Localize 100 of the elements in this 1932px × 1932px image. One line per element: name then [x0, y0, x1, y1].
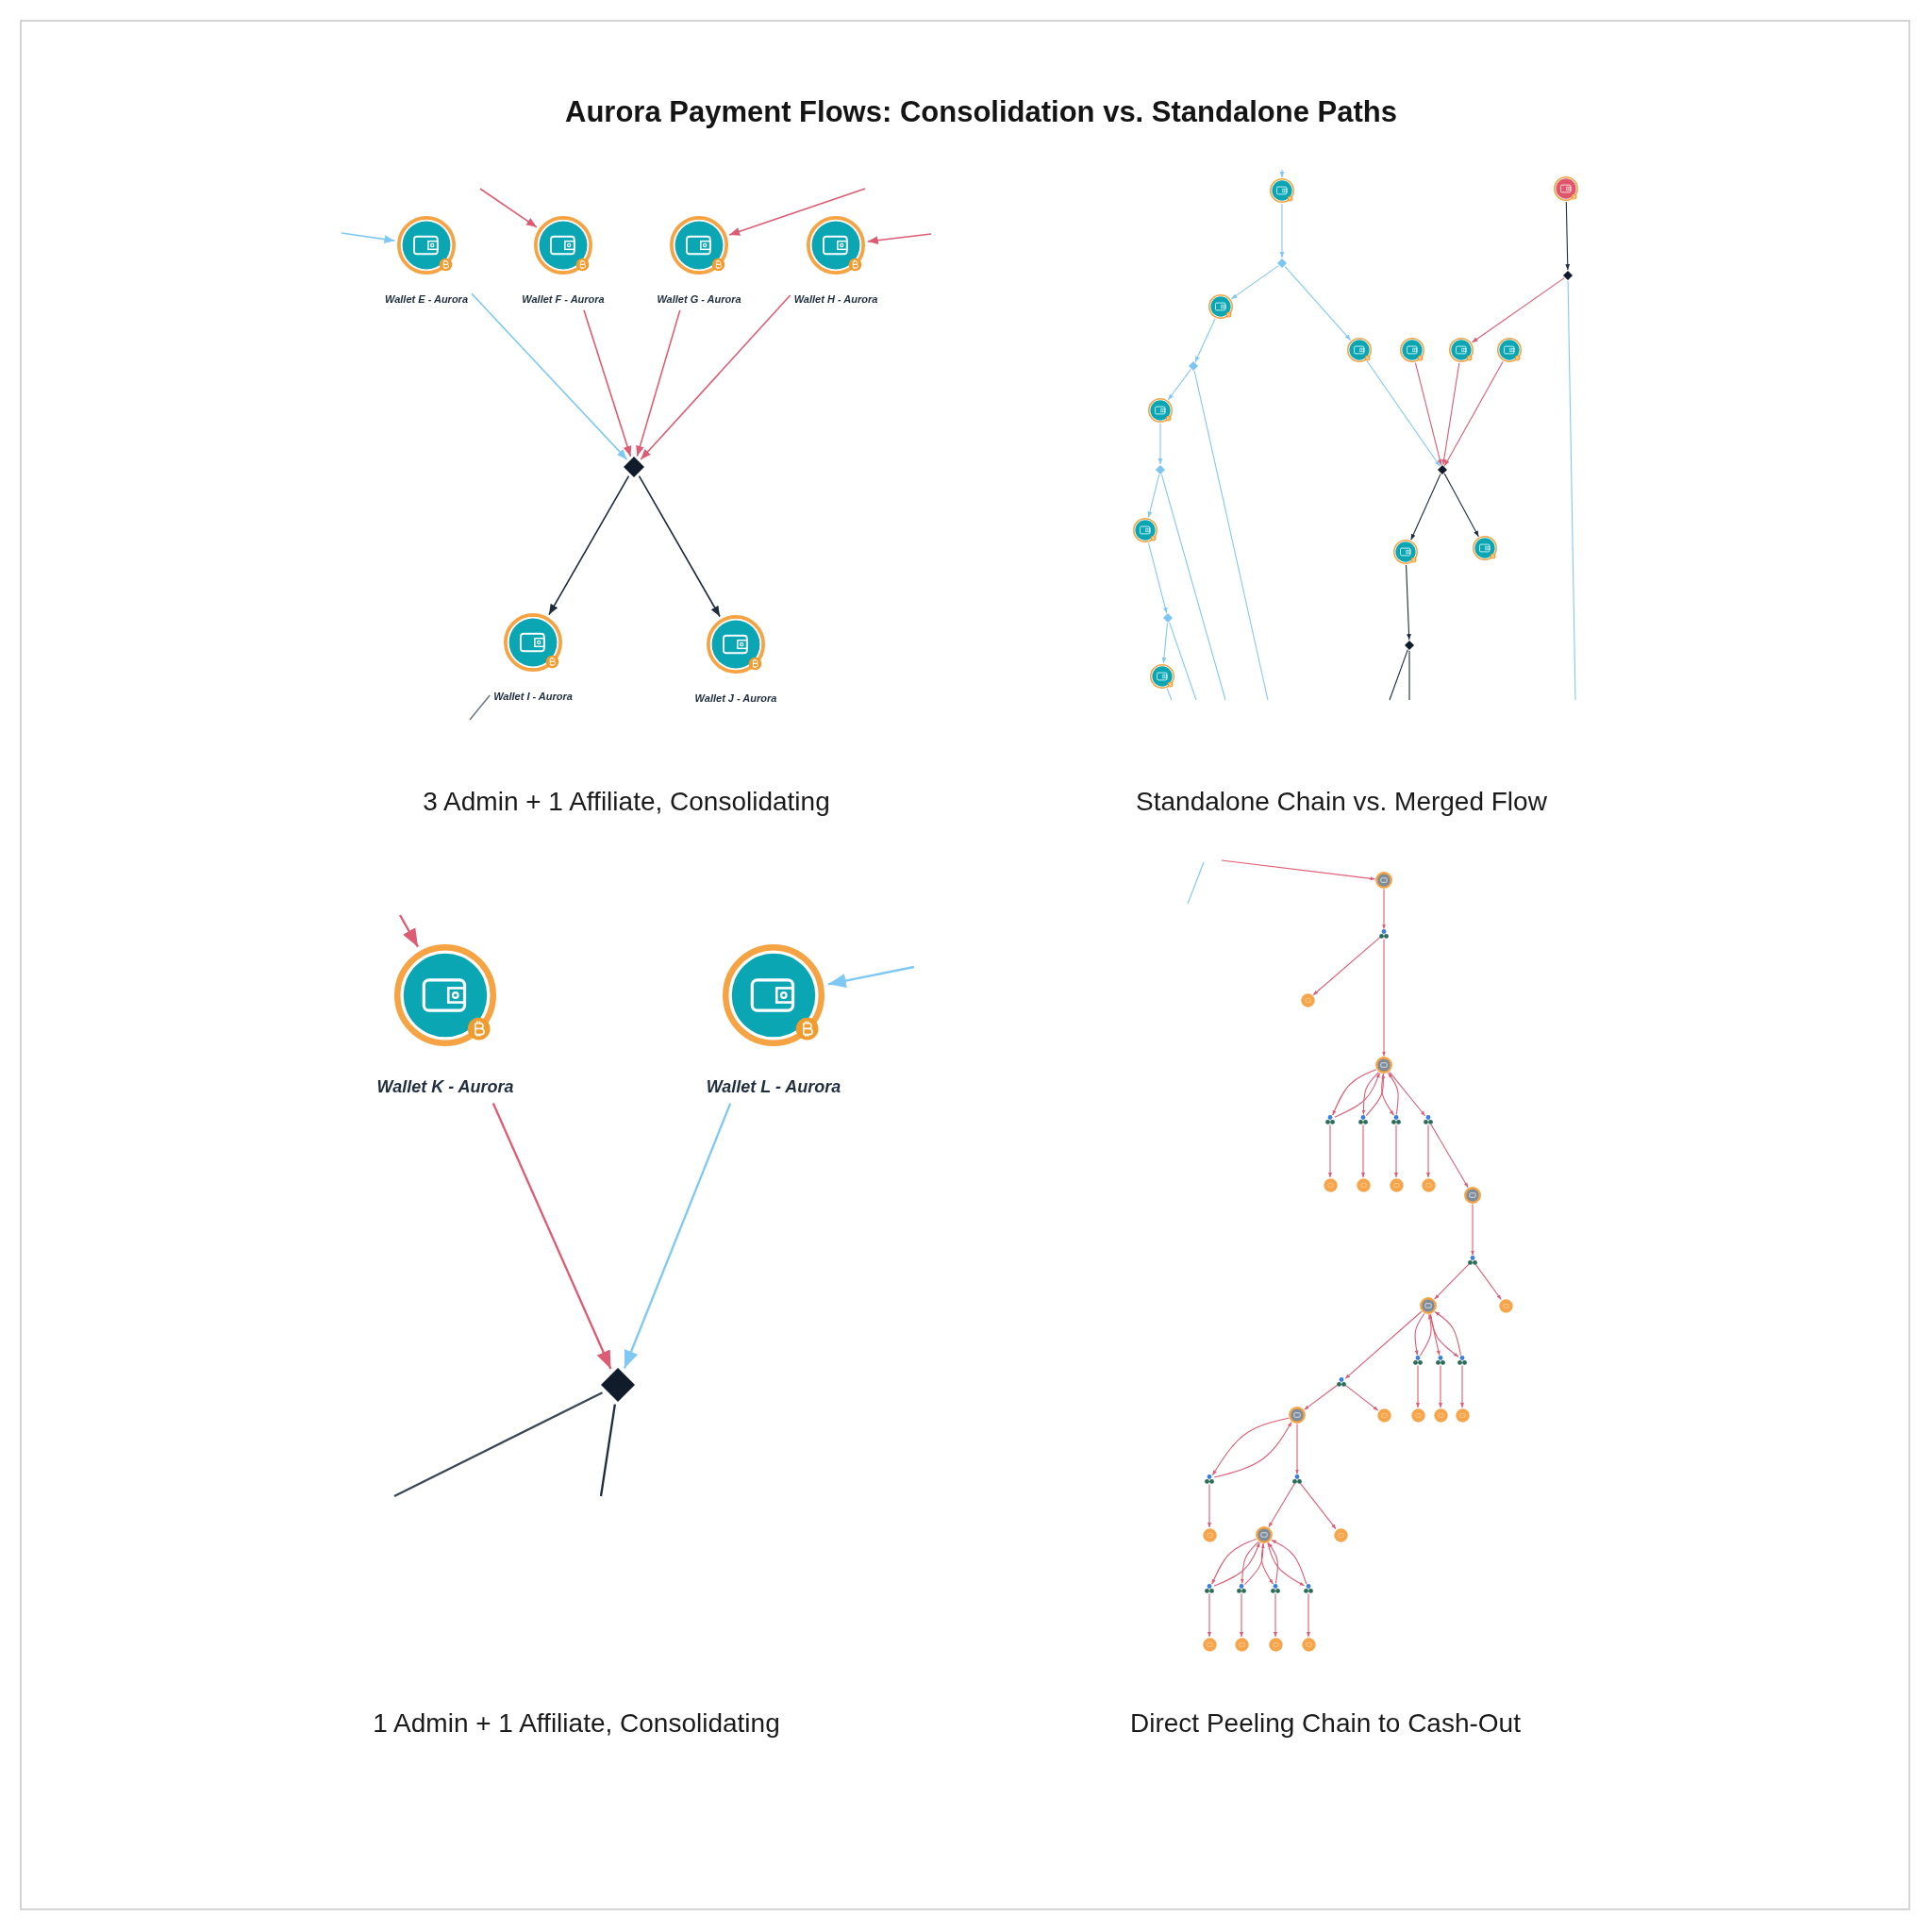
arrow — [1344, 1310, 1423, 1379]
arrow — [1279, 203, 1285, 258]
wallet-icon — [1449, 338, 1474, 362]
ringed-circle — [1464, 1187, 1481, 1204]
dot-cluster-icon — [1205, 1584, 1214, 1593]
arrow — [1387, 1072, 1399, 1116]
ringed-circle — [1256, 1526, 1273, 1543]
arrow — [1328, 1124, 1332, 1178]
arrow — [1474, 1263, 1502, 1301]
arrow — [1441, 362, 1460, 466]
wallet-label: Wallet E - Aurora — [385, 292, 468, 306]
wallet-icon — [1554, 176, 1578, 201]
wallet-label: Wallet L - Aurora — [706, 1076, 841, 1097]
dot-cluster-icon — [1271, 1584, 1280, 1593]
arrow — [1268, 1483, 1295, 1528]
arrow — [1267, 1541, 1279, 1585]
dot-cluster-icon — [1468, 1256, 1477, 1265]
arrow — [1167, 369, 1191, 401]
junction-diamond — [1189, 361, 1198, 371]
arrow — [640, 294, 791, 460]
dot-cluster-icon — [1436, 1356, 1445, 1365]
solid-circle — [1323, 1177, 1338, 1192]
arrow — [1361, 1072, 1379, 1116]
junction-diamond — [1563, 271, 1573, 280]
arrow — [1430, 1124, 1469, 1189]
arrow — [1426, 1124, 1430, 1178]
arrow — [827, 965, 915, 989]
arrow — [548, 475, 630, 616]
arrow — [479, 188, 538, 228]
arrow — [1414, 362, 1442, 466]
wallet-label: Wallet H - Aurora — [793, 292, 878, 306]
solid-circle — [1498, 1298, 1513, 1313]
solid-circle — [1234, 1637, 1249, 1652]
dot-cluster-icon — [1337, 1377, 1346, 1387]
arrow — [1419, 1313, 1432, 1357]
ringed-circle — [1420, 1297, 1437, 1314]
arrow — [1406, 564, 1411, 641]
arrow — [1416, 1364, 1420, 1408]
dot-cluster-icon — [1205, 1474, 1214, 1484]
wallet-icon — [1393, 540, 1418, 564]
dot-cluster-icon — [1237, 1584, 1246, 1593]
solid-circle — [1202, 1527, 1217, 1542]
solid-circle — [1389, 1177, 1404, 1192]
solid-circle — [1376, 1407, 1391, 1423]
wallet-icon — [1400, 338, 1424, 362]
solid-circle — [1333, 1527, 1348, 1542]
arrow — [1147, 474, 1160, 518]
arrow — [1284, 265, 1352, 341]
dot-cluster-icon — [1358, 1115, 1368, 1124]
connector-line — [1160, 474, 1226, 701]
wallet-icon — [1497, 338, 1522, 362]
arrow — [1361, 1124, 1365, 1178]
arrow — [638, 475, 721, 618]
arrow — [1365, 1073, 1386, 1117]
ringed-circle — [1375, 1057, 1392, 1074]
wallet-label: Wallet J - Aurora — [694, 691, 777, 705]
wallet-label: Wallet F - Aurora — [522, 292, 605, 306]
arrow — [1260, 1542, 1274, 1585]
arrow — [866, 233, 932, 245]
arrow — [1194, 318, 1216, 363]
arrow — [1344, 1384, 1379, 1411]
ringed-circle — [1289, 1407, 1306, 1424]
connector-line — [393, 1391, 604, 1498]
wallet-label: Wallet I - Aurora — [493, 690, 573, 703]
arrow — [1221, 859, 1376, 881]
junction-diamond — [1405, 641, 1414, 650]
connector-line — [1389, 649, 1408, 701]
arrow — [1274, 1592, 1277, 1638]
dot-cluster-icon — [1391, 1115, 1401, 1124]
arrow — [1443, 473, 1479, 538]
dot-cluster-icon — [1379, 929, 1389, 939]
dot-cluster-icon — [1325, 1115, 1335, 1124]
arrow — [491, 1103, 612, 1370]
arrow — [1243, 1542, 1265, 1586]
diagram-title: Aurora Payment Flows: Consolidation vs. Standalone Paths — [564, 94, 1398, 130]
junction-diamond — [1277, 258, 1287, 268]
wallet-icon — [1347, 338, 1372, 362]
arrow — [728, 188, 866, 236]
arrow — [1394, 1124, 1398, 1178]
panel-caption: Direct Peeling Chain to Cash-Out — [1129, 1707, 1522, 1740]
arrow — [1382, 888, 1386, 930]
ringed-circle — [1375, 872, 1392, 889]
junction-diamond — [1163, 613, 1173, 623]
connector-line — [469, 694, 491, 721]
wallet-icon — [1473, 536, 1497, 560]
dot-cluster-icon — [1457, 1356, 1467, 1365]
arrow — [471, 292, 628, 460]
solid-circle — [1356, 1177, 1371, 1192]
arrow — [1307, 1592, 1310, 1638]
arrow — [399, 914, 419, 948]
solid-circle — [1421, 1177, 1436, 1192]
arrow — [1161, 623, 1168, 664]
solid-circle — [1410, 1407, 1425, 1423]
dot-cluster-icon — [1292, 1474, 1302, 1484]
connector-line — [1193, 370, 1269, 701]
solid-circle — [1202, 1637, 1217, 1652]
connector-line — [1567, 280, 1576, 701]
junction-diamond — [601, 1368, 635, 1402]
arrow — [341, 232, 396, 243]
arrow — [1382, 938, 1386, 1058]
